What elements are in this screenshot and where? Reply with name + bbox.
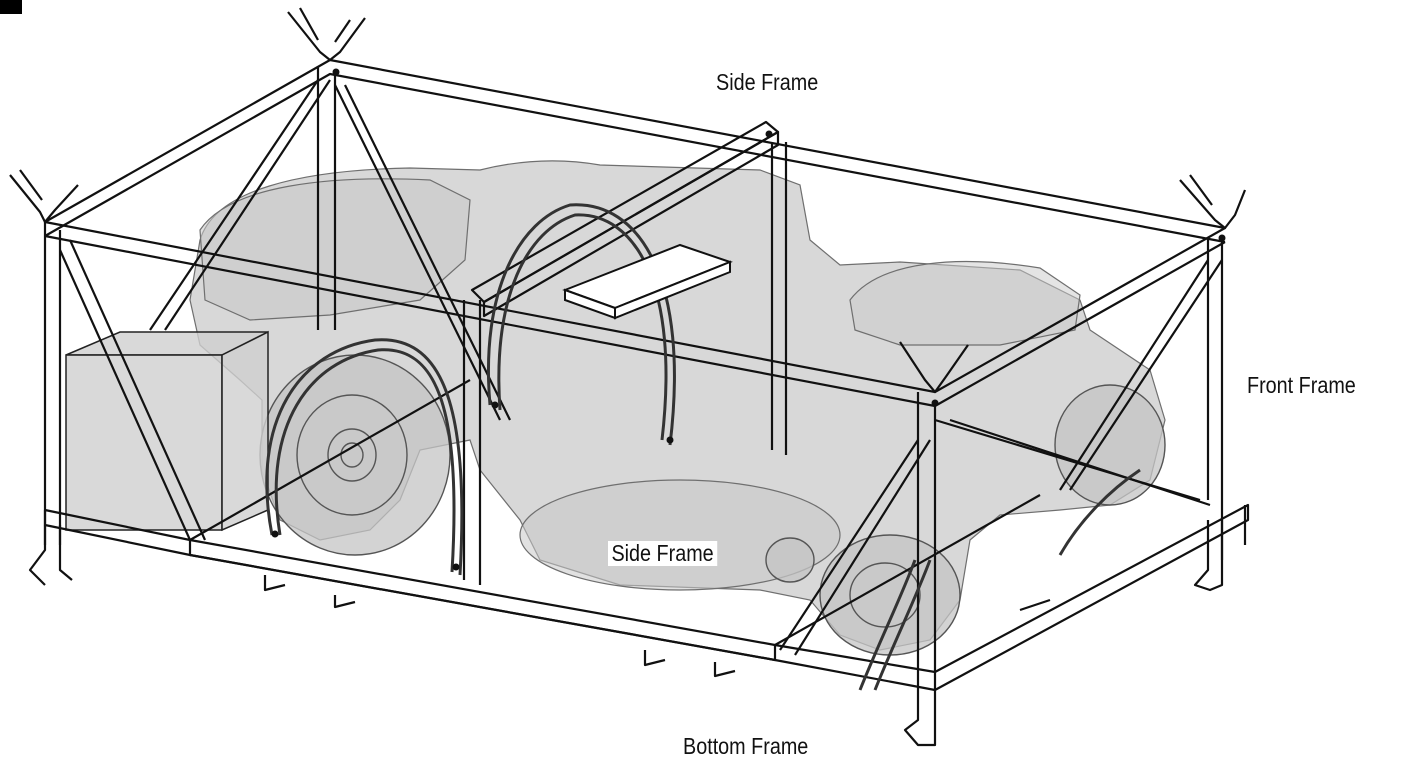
top-board [562, 243, 733, 320]
label-side-frame-top: Side Frame [716, 69, 819, 95]
label-front-frame: Front Frame [1247, 372, 1356, 398]
label-bottom-frame: Bottom Frame [683, 733, 809, 759]
crate-frame [9, 7, 1250, 747]
label-side-frame-middle: Side Frame [608, 541, 718, 566]
battery-box [65, 330, 269, 532]
corner-marker [0, 0, 22, 14]
tie-down-straps [265, 203, 1141, 691]
rear-wheel [259, 354, 451, 556]
front-wheel [765, 384, 1166, 656]
frame-bolts [271, 68, 1226, 571]
